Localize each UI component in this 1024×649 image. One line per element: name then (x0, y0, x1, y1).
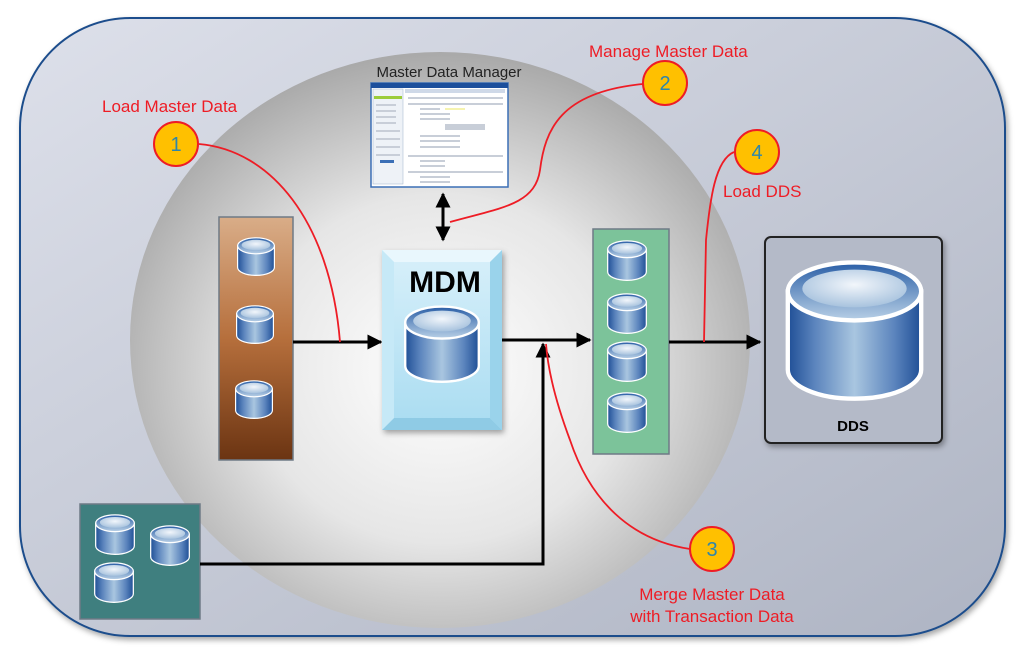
database-icon (95, 514, 135, 555)
master-data-manager-app: Master Data Manager (370, 64, 522, 188)
staging-area (592, 228, 670, 455)
database-icon (607, 341, 647, 382)
step-1-label: Load Master Data (102, 97, 238, 116)
step-4-connector (703, 151, 735, 343)
master-data-manager-screenshot (370, 82, 509, 188)
mdm-label: MDM (409, 266, 481, 299)
dds-database-icon (788, 262, 921, 398)
database-icon (607, 392, 647, 433)
step-2-label: Manage Master Data (589, 42, 748, 61)
svg-text:4: 4 (751, 142, 762, 164)
mdm-database-icon (404, 305, 480, 383)
svg-text:3: 3 (706, 539, 717, 561)
database-icon (150, 525, 190, 566)
step-4-badge: 4 (734, 129, 780, 175)
database-icon (236, 305, 274, 344)
svg-text:2: 2 (659, 73, 670, 95)
database-icon (94, 562, 134, 603)
step-1-badge: 1 (153, 121, 199, 167)
dds-warehouse: DDS (764, 236, 943, 444)
step-4-label: Load DDS (723, 182, 801, 201)
step-3-label-line2: with Transaction Data (629, 607, 794, 626)
transaction-to-merge-arrow (200, 342, 551, 566)
database-icon (607, 240, 647, 281)
step-2-badge: 2 (642, 60, 688, 106)
database-icon (237, 237, 275, 276)
step-2-connector (449, 83, 644, 223)
transaction-sources (79, 503, 201, 620)
database-icon (235, 380, 273, 419)
step-1-connector (198, 143, 341, 343)
source-systems (218, 216, 294, 461)
master-data-manager-title: Master Data Manager (376, 64, 521, 81)
step-3-badge: 3 (689, 526, 735, 572)
step-3-connector (545, 343, 691, 550)
dds-label: DDS (837, 418, 869, 435)
svg-text:1: 1 (170, 134, 181, 156)
database-icon (607, 293, 647, 334)
step-3-label-line1: Merge Master Data (639, 585, 785, 604)
